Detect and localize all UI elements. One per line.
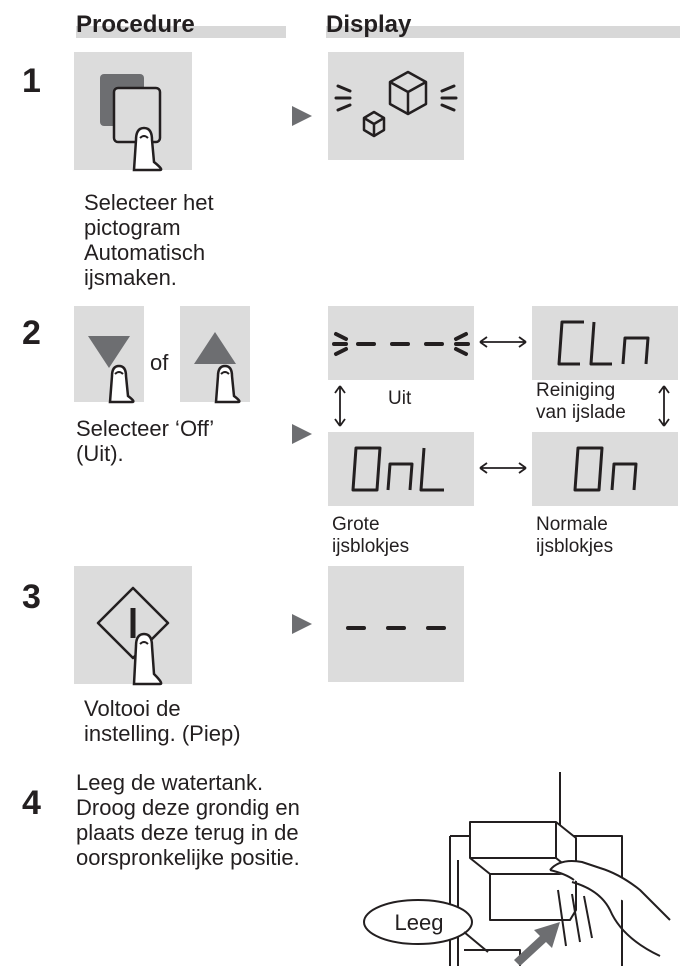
display-large bbox=[328, 432, 474, 506]
dashes-display-3 bbox=[346, 626, 446, 630]
auto-ice-icon bbox=[100, 74, 163, 172]
display-normal bbox=[532, 432, 678, 506]
dashes-display bbox=[332, 332, 470, 356]
segment-display-cln bbox=[557, 320, 650, 366]
procedure-header: Procedure bbox=[76, 12, 286, 38]
display-header: Display bbox=[326, 12, 680, 38]
up-button-panel bbox=[180, 306, 250, 404]
ice-cubes-icon bbox=[334, 70, 458, 138]
step-2-number: 2 bbox=[22, 314, 41, 352]
display-off bbox=[328, 306, 474, 380]
step-2-arrow bbox=[292, 424, 312, 444]
up-arrow-icon bbox=[194, 332, 241, 404]
empty-label: Leeg bbox=[394, 910, 444, 935]
step-3-display bbox=[328, 566, 464, 682]
finger-icon bbox=[132, 126, 163, 172]
vertical-double-arrow-left bbox=[334, 385, 346, 427]
step-3-number: 3 bbox=[22, 578, 41, 616]
or-label: of bbox=[150, 350, 169, 375]
horizontal-double-arrow bbox=[479, 336, 527, 348]
step-3-arrow bbox=[292, 614, 312, 634]
step-2-instruction: Selecteer ‘Off’(Uit). bbox=[76, 416, 215, 466]
power-icon bbox=[96, 586, 170, 686]
step-1-arrow bbox=[292, 106, 312, 126]
vertical-double-arrow-right bbox=[658, 385, 670, 427]
label-off: Uit bbox=[388, 388, 412, 409]
step-1-display bbox=[328, 52, 464, 160]
step-3-button-panel bbox=[74, 566, 192, 686]
down-button-panel bbox=[74, 306, 144, 404]
ice-tray-illustration bbox=[363, 772, 671, 966]
down-arrow-icon bbox=[88, 336, 135, 404]
segment-display-on bbox=[573, 446, 638, 492]
step-4-instruction: Leeg de watertank.Droog deze grondig en … bbox=[76, 770, 300, 870]
display-cleaning bbox=[532, 306, 678, 380]
step-1-number: 1 bbox=[22, 62, 41, 100]
segment-display-onl bbox=[351, 446, 444, 492]
step-4-number: 4 bbox=[22, 784, 41, 822]
step-1-button-panel bbox=[74, 52, 192, 172]
horizontal-double-arrow-2 bbox=[479, 462, 527, 474]
